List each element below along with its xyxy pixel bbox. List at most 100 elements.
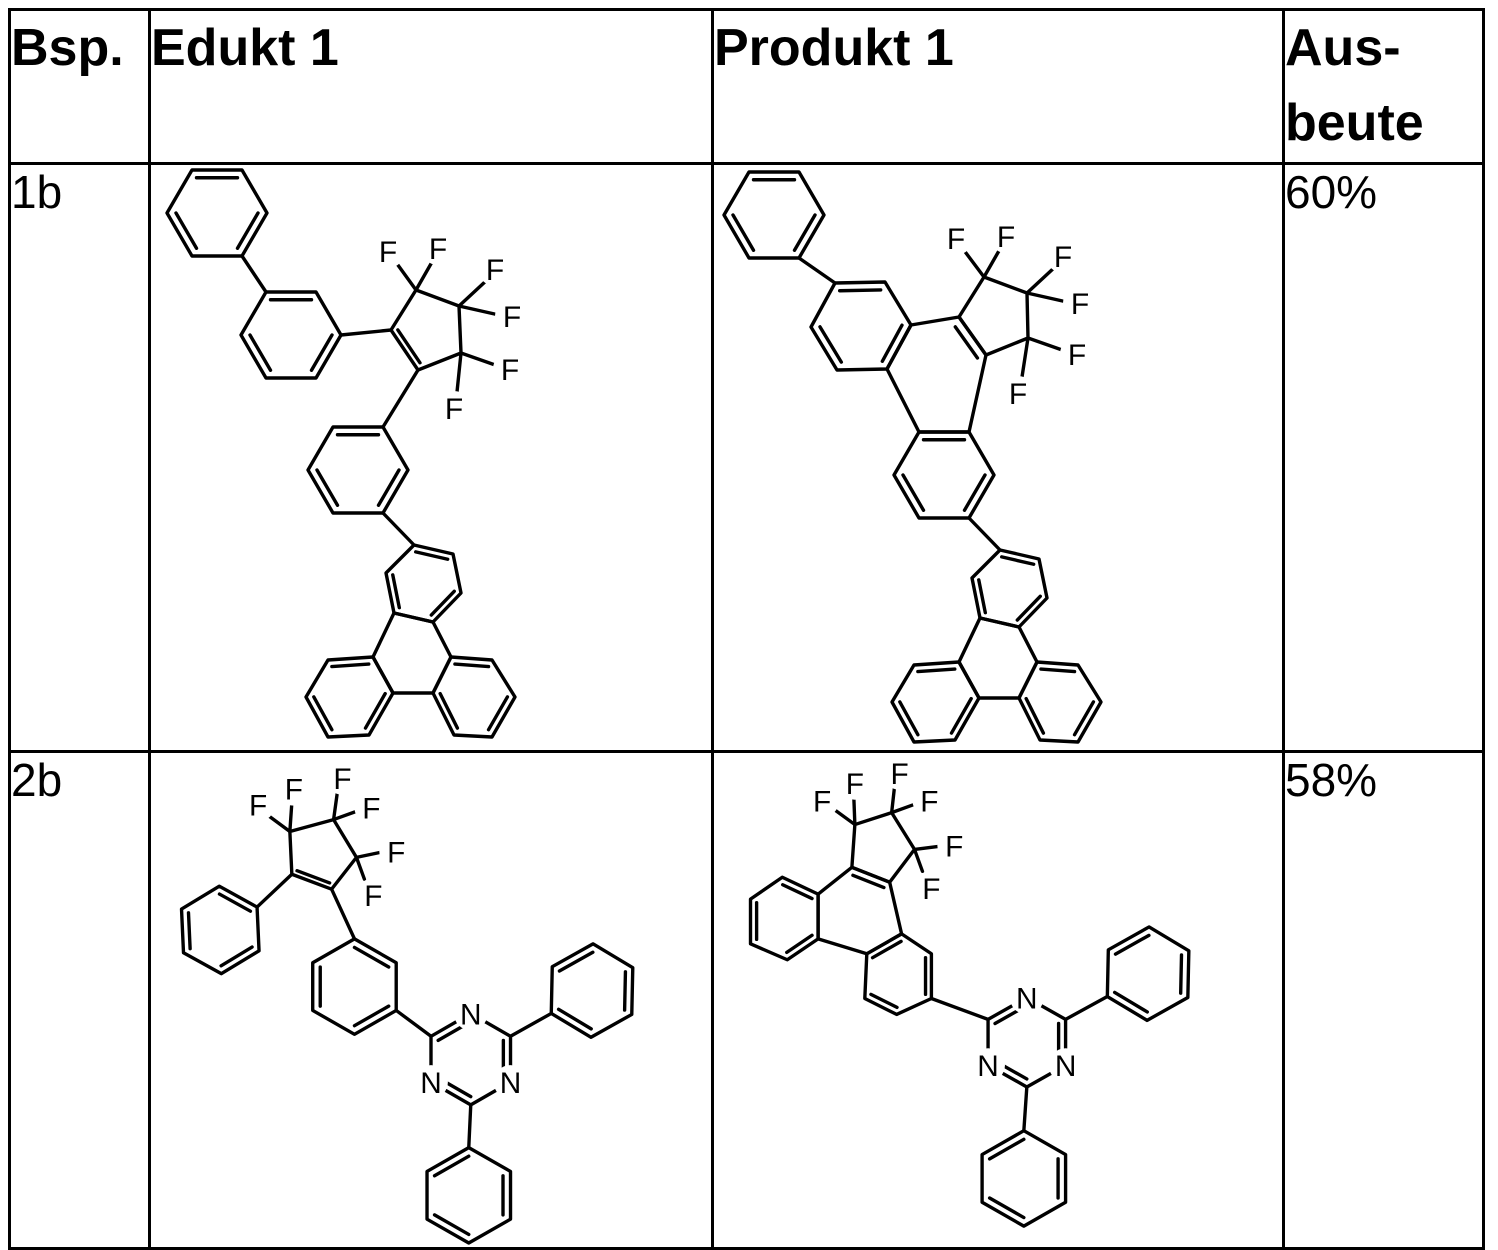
double-bond-inner: [869, 992, 899, 1009]
double-bond-inner: [557, 950, 595, 973]
yield-value-1b: 60%: [1282, 161, 1485, 753]
ring-bond: [863, 931, 934, 1016]
bond: [354, 850, 382, 859]
double-bond-inner: [870, 939, 903, 960]
atom-label-mask: [1060, 336, 1094, 371]
atom-label-F: F: [997, 221, 1015, 254]
ring-bond: [970, 548, 1049, 629]
atom-label-F: F: [503, 301, 521, 334]
double-bond-inner: [219, 945, 254, 968]
atom-label-N: N: [977, 1050, 999, 1083]
atom-label-F: F: [249, 789, 267, 822]
atom-label-F: F: [1068, 339, 1086, 372]
atom-label-mask: [1001, 375, 1035, 410]
double-bond-inner: [901, 473, 926, 512]
double-bond-inner: [1179, 953, 1184, 995]
ring-bond: [722, 170, 826, 260]
ring-bond: [179, 884, 261, 976]
atom-label-F: F: [285, 773, 303, 806]
bond: [1026, 336, 1067, 353]
double-bond-inner: [186, 910, 192, 951]
double-bond-inner: [977, 577, 988, 615]
double-bond-inner: [363, 691, 387, 730]
bond: [967, 516, 1002, 552]
double-bond-inner: [987, 1196, 1026, 1220]
double-bond-inner: [837, 288, 883, 293]
atom-label-F: F: [387, 836, 405, 869]
bond: [1022, 1085, 1029, 1133]
bond: [912, 844, 941, 851]
double-bond-inner: [1072, 699, 1096, 737]
atom-label-mask: [495, 298, 529, 333]
atom-label-F: F: [501, 354, 519, 387]
atom-label-mask: [414, 1064, 448, 1099]
bond: [455, 351, 463, 394]
bond: [852, 796, 857, 827]
atom-label-mask: [1063, 285, 1097, 320]
ring-bond: [892, 430, 996, 520]
double-bond-inner: [309, 333, 334, 372]
ring-bond: [389, 288, 463, 372]
double-bond-inner: [217, 892, 253, 913]
atom-label-mask: [325, 760, 360, 795]
double-bond-inner: [453, 662, 491, 669]
ring-bond: [304, 655, 395, 739]
atom-label-F: F: [379, 236, 397, 269]
double-bond-inner: [880, 323, 904, 363]
atom-label-F: F: [945, 830, 963, 863]
double-bond-inner: [295, 868, 332, 885]
double-bond-inner: [851, 873, 886, 889]
atom-label-mask: [914, 871, 949, 905]
atom-label-mask: [939, 220, 973, 255]
atom-label-F: F: [846, 768, 864, 801]
atom-label-F: F: [813, 785, 831, 818]
double-bond-inner: [916, 667, 957, 674]
ring-bond: [306, 425, 410, 515]
atom-label-mask: [437, 390, 471, 425]
atom-label-mask: [276, 771, 311, 806]
double-bond-inner: [235, 211, 260, 250]
ring-bond: [384, 543, 463, 624]
atom-label-mask: [379, 834, 414, 869]
bond: [329, 887, 357, 941]
atom-label-F: F: [333, 763, 351, 796]
atom-label-mask: [1048, 1047, 1083, 1082]
double-bond-inner: [391, 572, 402, 610]
bond: [982, 247, 1002, 279]
double-bond-inner: [792, 213, 817, 252]
atom-label-F: F: [890, 758, 908, 791]
double-bond-inner: [429, 589, 456, 617]
double-bond-inner: [396, 328, 422, 365]
double-bond-inner: [731, 213, 756, 252]
atom-label-mask: [421, 230, 455, 265]
example-label-1b: 1b: [8, 161, 151, 753]
bond: [265, 812, 292, 833]
atom-label-N: N: [460, 998, 482, 1031]
bond: [889, 783, 897, 815]
double-bond-inner: [781, 882, 814, 901]
bond: [961, 247, 986, 279]
header-yield-line1: Aus-: [1285, 19, 1401, 77]
atom-label-mask: [989, 218, 1023, 253]
ring-bond: [980, 1128, 1068, 1228]
double-bond-inner: [953, 324, 980, 360]
header-example: Bsp.: [8, 8, 151, 165]
double-bond-inner: [949, 696, 973, 735]
ring-bond: [165, 168, 269, 258]
ring-bond: [809, 280, 913, 372]
double-bond-inner: [312, 694, 334, 732]
atom-label-F: F: [1054, 241, 1072, 274]
double-bond-inner: [1039, 667, 1077, 674]
double-bond-inner: [962, 473, 987, 512]
atom-label-F: F: [947, 223, 965, 256]
double-bond-inner: [438, 691, 460, 730]
atom-label-mask: [971, 1047, 1005, 1082]
bond: [457, 304, 501, 317]
double-bond-inner: [818, 324, 844, 364]
